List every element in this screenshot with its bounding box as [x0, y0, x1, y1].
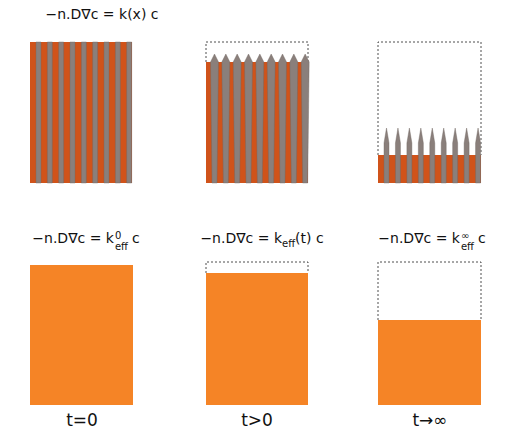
active-phase	[30, 42, 132, 183]
index-stack: ∞eff	[461, 230, 474, 252]
homogeneous-block	[378, 320, 481, 405]
time-label-group: t→∞	[412, 410, 447, 430]
inert-phase	[70, 42, 75, 183]
boundary-equation: −n.D∇c = k(x) c	[46, 6, 159, 22]
boundary-equation-group: −n.D∇c = keff(t) c	[200, 229, 323, 249]
inert-phase	[407, 128, 412, 183]
boundary-equation: −n.D∇c = k	[200, 230, 282, 246]
inert-phase	[245, 54, 253, 183]
inert-phase	[301, 54, 309, 183]
boundary-equation: −n.D∇c = k	[32, 230, 114, 246]
inert-phase	[93, 42, 98, 183]
homogeneous-block	[206, 273, 308, 405]
inert-phase	[36, 42, 41, 183]
inert-phase	[430, 128, 435, 183]
superscript: ∞	[461, 230, 474, 241]
inert-phase	[211, 54, 219, 183]
boundary-equation: −n.D∇c = k	[378, 230, 460, 246]
time-label: t→∞	[412, 410, 447, 430]
original-outline	[378, 262, 481, 320]
inert-phase	[222, 54, 230, 183]
original-outline	[206, 262, 308, 273]
inert-phase	[395, 128, 400, 183]
boundary-equation-group: −n.D∇c = k0effc	[32, 229, 139, 252]
time-label: t>0	[241, 410, 273, 430]
boundary-equation: c	[128, 230, 140, 246]
inert-phase	[256, 54, 264, 183]
effective-material-row	[30, 262, 481, 405]
inert-phase	[115, 42, 120, 183]
inert-phase	[267, 54, 275, 183]
inert-phase	[279, 54, 287, 183]
boundary-equation: c	[474, 230, 486, 246]
inert-phase	[59, 42, 64, 183]
subscript: eff	[115, 241, 128, 252]
inert-phase	[384, 128, 389, 183]
inert-phase	[464, 128, 469, 183]
boundary-equation-group: −n.D∇c = k(x) c	[46, 5, 159, 23]
striped-material-row	[30, 42, 481, 183]
inert-phase	[453, 128, 458, 183]
homogeneous-block	[30, 265, 133, 405]
boundary-equation: (t) c	[295, 230, 324, 246]
time-label-group: t=0	[66, 410, 98, 430]
index-stack: 0eff	[115, 230, 128, 252]
inert-phase	[233, 54, 241, 183]
boundary-equation-group: −n.D∇c = k∞effc	[378, 229, 485, 252]
inert-phase	[127, 42, 132, 183]
subscript: eff	[461, 241, 474, 252]
inert-phase	[81, 42, 86, 183]
time-label: t=0	[66, 410, 98, 430]
inert-phase	[47, 42, 52, 183]
inert-phase	[476, 128, 481, 183]
inert-phase	[104, 42, 109, 183]
inert-phase	[290, 54, 298, 183]
inert-phase	[441, 128, 446, 183]
inert-phase	[418, 128, 423, 183]
time-label-group: t>0	[241, 410, 273, 430]
superscript: 0	[115, 230, 128, 241]
subscript: eff	[282, 238, 295, 249]
